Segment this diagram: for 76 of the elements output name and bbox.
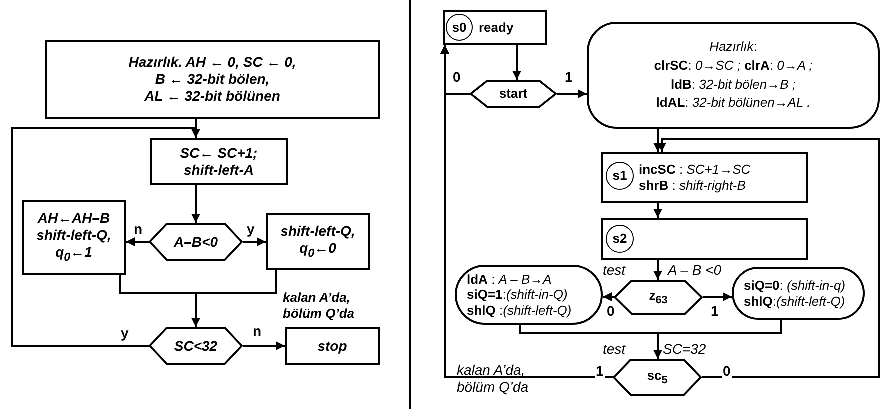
connector-arrow [654, 129, 662, 152]
connector-arrow [658, 138, 880, 378]
decision-hexagon [470, 80, 557, 108]
connector-arrow [243, 238, 266, 246]
node-text: incSC : SC+1→SC [639, 162, 751, 178]
node-text: siQ=0: (shift-in-q) [744, 278, 846, 294]
node-text: ready [479, 20, 514, 36]
node-text: shrB : shift-right-B [639, 178, 746, 194]
state-circle [606, 225, 634, 253]
connector-arrow [654, 320, 782, 359]
node-text: q$_{0}$←0 [300, 240, 336, 260]
node-text: SC← SC+1; [180, 144, 258, 162]
connector-arrow [654, 260, 662, 280]
node-text: shlQ:(shift-left-Q) [744, 294, 846, 310]
process-box [601, 218, 808, 260]
node-text: AH←AH–B [38, 210, 110, 228]
edge-label: 0 [606, 304, 616, 318]
state-label: s1 [612, 168, 628, 184]
node-text: ldAL: 32-bit bölünen→AL . [656, 94, 811, 112]
connector-arrow [512, 45, 522, 80]
node-text: Hazırlık: [710, 38, 758, 56]
state-label: s0 [452, 20, 467, 36]
annotation-text: test [603, 262, 626, 279]
node-text: AL ← 32-bit bölünen [144, 88, 280, 105]
node-text: z$_{63}$ [649, 288, 668, 308]
node-text: ldB: 32-bit bölen→B ; [670, 76, 796, 94]
node-text: ldA : A – B→A [467, 272, 552, 288]
node-text: Hazırlık. AH ← 0, SC ← 0, [128, 54, 296, 72]
connector-arrow [192, 270, 277, 327]
process-box [266, 213, 370, 270]
state-circle [446, 14, 473, 41]
node-text: clrSC: 0→SC ; clrA: 0→A ; [654, 56, 813, 75]
state-circle [606, 162, 634, 190]
decision-hexagon [149, 327, 243, 365]
process-box [150, 138, 288, 185]
process-box [601, 152, 808, 203]
connector-arrow [11, 127, 200, 347]
state-label: s2 [612, 231, 628, 247]
connector-arrow [440, 45, 613, 378]
edge-label: 1 [595, 364, 605, 378]
node-text: shift-left-A [184, 162, 254, 178]
connector-arrow [603, 292, 614, 302]
node-text: q$_{0}$←1 [56, 244, 92, 265]
decision-hexagon [149, 223, 243, 261]
node-text: A–B<0 [174, 234, 218, 250]
process-box [45, 40, 380, 119]
annotation-text: A – B <0 [668, 262, 722, 279]
annotation-text: kalan A’da, bölüm Q’da [457, 362, 530, 396]
node-text: sc$_{5}$ [647, 368, 668, 388]
edge-label: 1 [564, 70, 574, 84]
edge-label: 0 [452, 70, 462, 84]
process-box [285, 327, 380, 365]
edge-label: 0 [722, 364, 732, 378]
node-text: stop [318, 338, 348, 354]
process-box [443, 10, 547, 45]
decision-hexagon [613, 359, 702, 396]
connector-arrow [126, 238, 149, 246]
node-text: start [499, 86, 528, 102]
connector-arrow [557, 90, 587, 98]
annotation-text: SC=32 [663, 341, 706, 358]
node-text: shift-left-Q, [36, 227, 112, 244]
rounded-action-box [732, 267, 865, 320]
node-text: SC<32 [174, 338, 218, 354]
node-text: shlQ :(shift-left-Q) [467, 302, 572, 318]
decision-hexagon [614, 280, 703, 315]
node-text: siQ=1:(shift-in-Q) [467, 287, 568, 303]
node-text: shift-left-Q, [280, 222, 356, 240]
annotation-text: test [603, 341, 626, 358]
connector-arrow [243, 342, 285, 350]
edge-label: 1 [710, 304, 720, 318]
rounded-action-box [587, 22, 880, 129]
connector-arrow [654, 203, 662, 218]
connector-arrow [192, 185, 200, 223]
node-text: B ← 32-bit bölen, [155, 71, 270, 88]
connector-arrow [703, 292, 732, 302]
process-box [22, 200, 126, 275]
